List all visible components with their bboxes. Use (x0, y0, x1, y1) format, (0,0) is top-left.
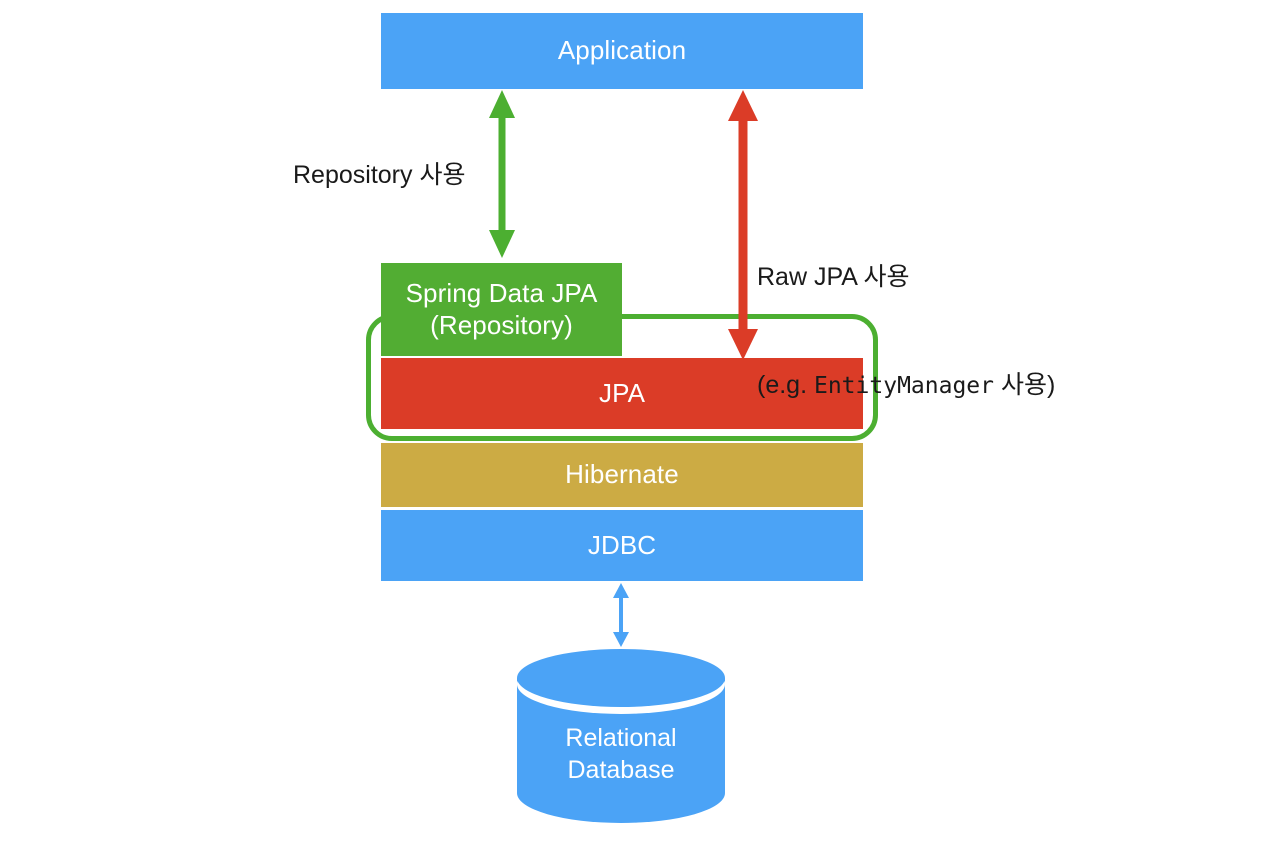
raw-jpa-line2-prefix: (e.g. (757, 371, 814, 400)
layer-box-application: Application (381, 13, 863, 89)
layer-box-jpa: JPA (381, 358, 863, 429)
arrow-label-raw-jpa-line1: Raw JPA 사용 (757, 262, 910, 291)
arrow-label-raw-jpa: Raw JPA 사용 (e.g. EntityManager 사용) (757, 186, 1055, 476)
layer-box-spring-data-jpa: Spring Data JPA (Repository) (381, 263, 622, 356)
layer-box-hibernate: Hibernate (381, 443, 863, 507)
raw-jpa-line2-entitymanager: EntityManager (813, 373, 994, 400)
arrow-repository-bidirectional (489, 90, 515, 258)
arrow-raw-jpa-bidirectional (728, 90, 758, 360)
raw-jpa-line2-suffix: 사용) (994, 371, 1056, 400)
group-outline-spring-data-jpa (366, 314, 878, 441)
layer-box-jdbc: JDBC (381, 510, 863, 581)
database-cylinder-icon (517, 649, 725, 823)
arrow-jdbc-to-database-bidirectional (613, 583, 629, 647)
arrow-label-raw-jpa-line2: (e.g. EntityManager 사용) (757, 367, 1055, 403)
arrow-label-repository: Repository 사용 (293, 161, 466, 189)
